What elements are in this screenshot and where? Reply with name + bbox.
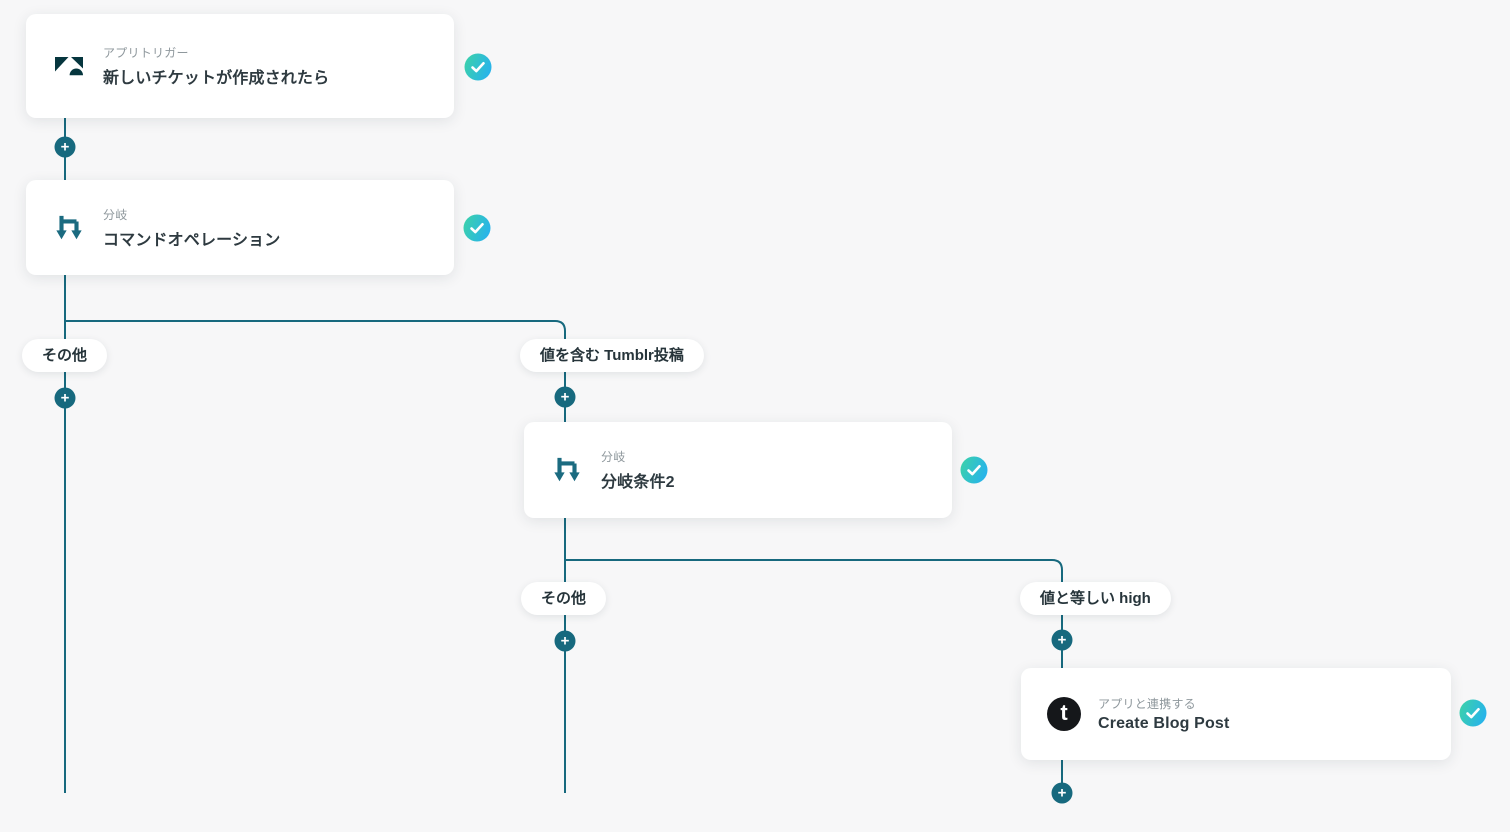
plus-icon[interactable]: +	[1051, 629, 1073, 651]
node-title: コマンドオペレーション	[103, 231, 281, 249]
branch-fork-icon	[52, 211, 86, 245]
node-card-trigger[interactable]: アプリトリガー 新しいチケットが作成されたら	[26, 14, 454, 118]
plus-icon[interactable]: +	[54, 136, 76, 158]
branch-label-equals-high: 値と等しい high	[1020, 582, 1171, 615]
check-icon	[464, 53, 492, 81]
check-icon	[463, 214, 491, 242]
branch-label-contains-tumblr: 値を含む Tumblr投稿	[520, 339, 704, 372]
check-icon	[1459, 699, 1487, 727]
check-icon	[960, 456, 988, 484]
node-title: Create Blog Post	[1098, 715, 1230, 732]
plus-icon[interactable]: +	[54, 387, 76, 409]
branch-label-other-1: その他	[22, 339, 108, 372]
plus-icon[interactable]: +	[554, 386, 576, 408]
plus-icon[interactable]: +	[1051, 782, 1073, 804]
node-kind-label: 分岐	[601, 450, 626, 464]
node-kind-label: アプリと連携する	[1098, 697, 1196, 711]
zendesk-icon	[52, 49, 86, 83]
node-title: 分岐条件2	[601, 474, 675, 491]
node-kind-label: 分岐	[103, 207, 128, 222]
node-title: 新しいチケットが作成されたら	[103, 70, 330, 87]
tumblr-icon: t	[1047, 697, 1081, 731]
node-kind-label: アプリトリガー	[103, 46, 189, 60]
node-card-action-tumblr[interactable]: t アプリと連携する Create Blog Post	[1021, 668, 1451, 760]
branch-label-other-2: その他	[521, 582, 607, 615]
branch-fork-icon	[550, 453, 584, 487]
node-card-branch-1[interactable]: 分岐 コマンドオペレーション	[26, 180, 454, 275]
plus-icon[interactable]: +	[554, 630, 576, 652]
node-card-branch-2[interactable]: 分岐 分岐条件2	[524, 422, 952, 518]
